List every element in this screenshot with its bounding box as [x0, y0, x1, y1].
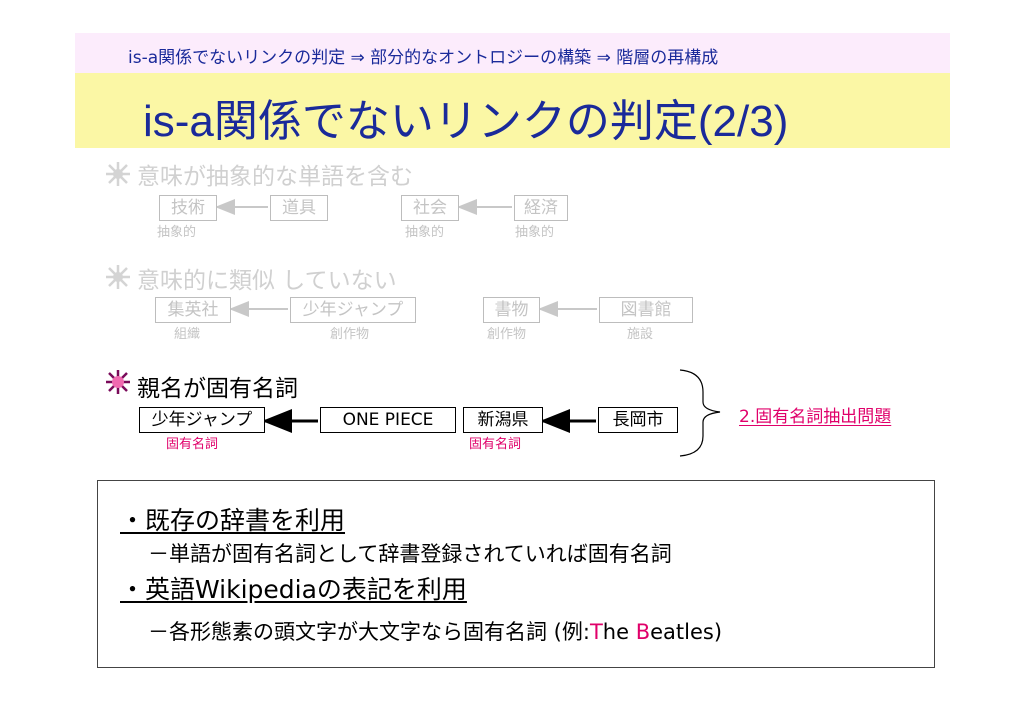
- term-category: 施設: [627, 327, 654, 342]
- term-category: 創作物: [487, 327, 527, 342]
- highlight-letter: T: [589, 620, 603, 644]
- term-box: 集英社: [155, 297, 231, 323]
- term-category: 組織: [174, 327, 201, 342]
- term-box: 経済: [514, 195, 568, 221]
- term-box: 新潟県: [463, 407, 543, 433]
- burst-icon: [106, 370, 130, 394]
- term-box: 少年ジャンプ: [290, 297, 416, 323]
- term-box: 長岡市: [598, 407, 678, 433]
- note-line-1: ・既存の辞書を利用: [120, 506, 346, 535]
- page-title: is-a関係でないリンクの判定(2/3): [143, 97, 789, 146]
- callout-label: 2.固有名詞抽出問題: [739, 407, 892, 427]
- note-line-4-mid: he: [602, 620, 636, 644]
- term-category: 固有名詞: [469, 437, 522, 452]
- term-box: ONE PIECE: [320, 407, 456, 433]
- term-box: 道具: [270, 195, 328, 221]
- note-line-4-prefix: －各形態素の頭文字が大文字なら固有名詞 (例:: [148, 620, 590, 644]
- term-category: 抽象的: [405, 225, 445, 240]
- term-box: 図書館: [599, 297, 693, 323]
- note-line-3: ・英語Wikipediaの表記を利用: [120, 575, 467, 604]
- term-category: 固有名詞: [166, 437, 219, 452]
- term-box: 社会: [401, 195, 459, 221]
- term-box: 技術: [159, 195, 217, 221]
- note-line-2: －単語が固有名詞として辞書登録されていれば固有名詞: [148, 542, 672, 566]
- burst-icon: [106, 265, 130, 289]
- section-heading: 意味的に類似 していない: [137, 268, 397, 294]
- burst-icon: [106, 162, 130, 186]
- note-box: [97, 480, 935, 668]
- title-bar: [75, 73, 950, 148]
- breadcrumb-bar: [75, 33, 950, 73]
- term-category: 抽象的: [157, 225, 197, 240]
- term-category: 創作物: [330, 327, 370, 342]
- section-heading: 親名が固有名詞: [137, 376, 298, 402]
- bracket: [679, 369, 721, 457]
- term-box: 書物: [483, 297, 540, 323]
- highlight-letter: B: [635, 620, 651, 644]
- term-box: 少年ジャンプ: [139, 407, 265, 433]
- breadcrumb: is-a関係でないリンクの判定 ⇒ 部分的なオントロジーの構築 ⇒ 階層の再構成: [128, 48, 719, 68]
- term-category: 抽象的: [515, 225, 555, 240]
- note-line-4: －各形態素の頭文字が大文字なら固有名詞 (例:The Beatles): [148, 616, 722, 646]
- section-heading: 意味が抽象的な単語を含む: [137, 164, 413, 190]
- note-line-4-suffix: eatles): [650, 620, 723, 644]
